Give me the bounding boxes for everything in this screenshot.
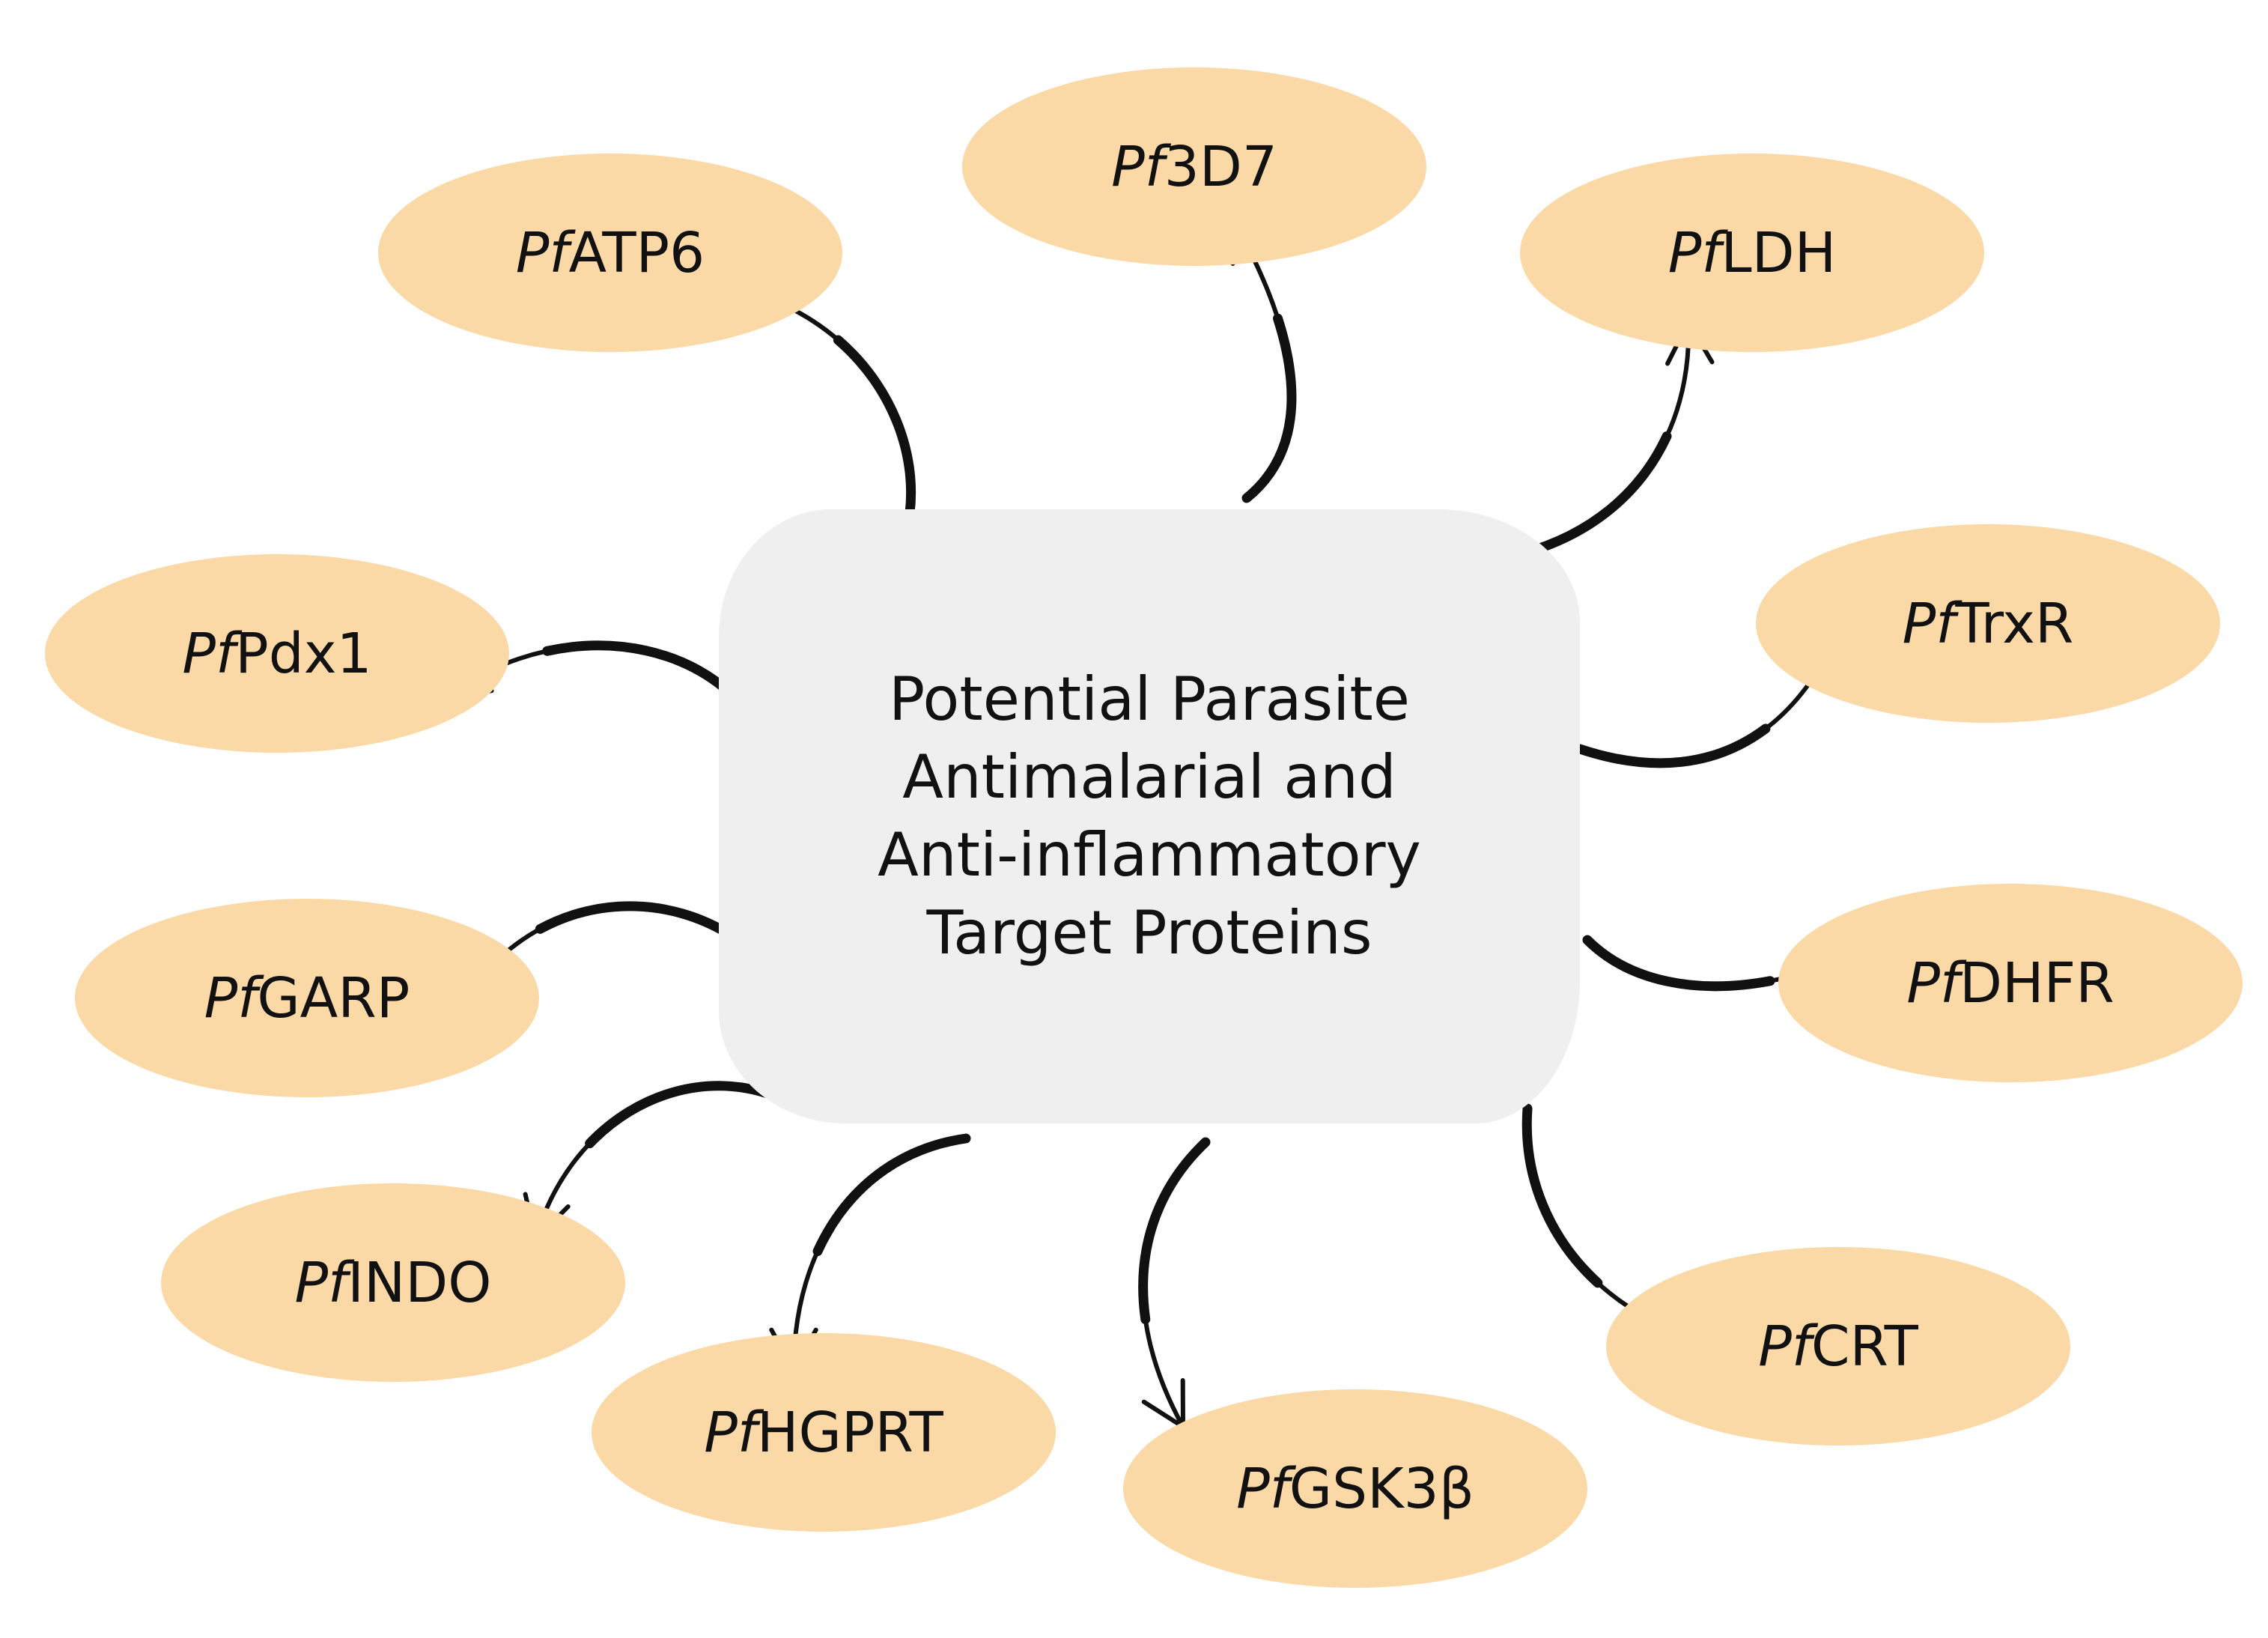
node-pfatp6-label: ATP6 [568, 220, 705, 285]
arrow-to-pfindo-brush [530, 1081, 773, 1245]
central-hub: Potential Parasite Antimalarial and Anti… [719, 509, 1580, 1123]
node-pfgarp-label: GARP [257, 965, 410, 1031]
node-pftrxr-prefix: Pf [1902, 591, 1956, 656]
node-pfpdx1-label: Pdx1 [235, 621, 372, 686]
arrow-to-pfgsk3b-line [1140, 1140, 1208, 1429]
node-pfhgprt-prefix: Pf [704, 1400, 757, 1465]
arrow-to-pfldh [1515, 317, 1715, 559]
arrow-to-pfldh-brush [1515, 317, 1694, 559]
arrow-to-pfhgprt-line [791, 1136, 968, 1373]
arrow-to-pfgsk3b-brush [1138, 1137, 1211, 1432]
node-pfdhfr-label: DHFR [1960, 950, 2115, 1016]
node-pfldh-label: LDH [1721, 220, 1837, 285]
node-pfatp6-prefix: Pf [515, 220, 569, 285]
node-pfcrt-prefix: Pf [1758, 1314, 1811, 1379]
arrow-to-pfgsk3b [1138, 1137, 1211, 1432]
hub-title-line-3: Anti-inflammatory [878, 820, 1421, 890]
node-pfgarp-prefix: Pf [204, 965, 258, 1031]
node-pfhgprt-label: HGPRT [756, 1400, 943, 1465]
arrow-to-pfindo-line [533, 1083, 770, 1242]
hub-title-line-4: Target Proteins [926, 898, 1372, 968]
node-pf3d7-label: 3D7 [1164, 134, 1277, 199]
hub-title-line-1: Potential Parasite [889, 664, 1410, 734]
node-pfldh-prefix: Pf [1667, 220, 1721, 285]
node-pftrxr-label: TrxR [1955, 591, 2074, 656]
node-pfindo-prefix: Pf [294, 1250, 348, 1315]
node-pfgsk3b-label: GSK3β [1289, 1456, 1474, 1521]
node-pfdhfr-prefix: Pf [1906, 950, 1960, 1016]
node-pfindo-label: INDO [347, 1250, 492, 1315]
node-pf3d7-prefix: Pf [1111, 134, 1164, 199]
arrow-to-pfldh-line [1518, 320, 1691, 556]
node-pfcrt-label: CRT [1811, 1314, 1918, 1379]
node-pfpdx1-prefix: Pf [182, 621, 236, 686]
hub-title-line-2: Antimalarial and [902, 742, 1396, 812]
node-pfgsk3b-prefix: Pf [1236, 1456, 1289, 1521]
hub-title: Potential Parasite Antimalarial and Anti… [775, 661, 1524, 972]
